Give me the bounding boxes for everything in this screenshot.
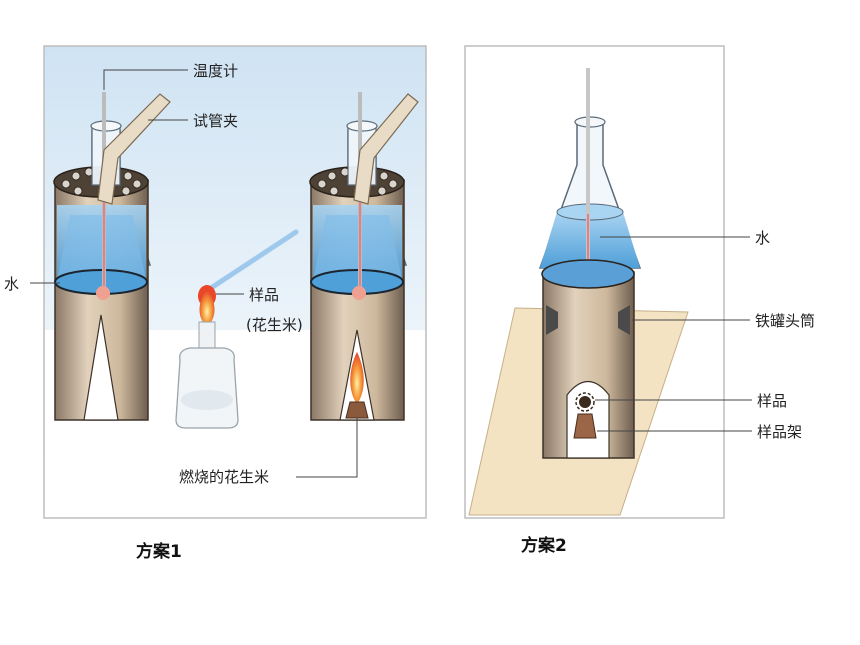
panel-2: 水 铁罐头筒 样品 样品架 方案2 xyxy=(464,45,815,556)
left-can-apparatus xyxy=(53,92,171,421)
label-sample-note: (花生米) xyxy=(246,316,303,334)
sample-needle xyxy=(205,229,299,293)
label-water-1: 水 xyxy=(4,275,19,293)
label-sample-2: 样品 xyxy=(757,392,787,410)
iron-can-top xyxy=(541,259,635,289)
panel-1-leader-lines xyxy=(30,69,358,478)
test-tube-clamp-right xyxy=(353,93,419,205)
panel-2-leader-lines xyxy=(595,236,752,432)
lamp-liquid xyxy=(181,390,233,410)
flask-left-inner xyxy=(57,215,146,280)
can-vent-left xyxy=(546,305,558,335)
sample-rack xyxy=(573,413,597,439)
label-thermometer: 温度计 xyxy=(193,62,238,80)
burning-peanut-base xyxy=(345,401,369,419)
flask-right-inner xyxy=(313,215,402,280)
alcohol-lamp-body xyxy=(175,347,239,429)
caption-plan-2: 方案2 xyxy=(521,535,567,556)
burning-peanut-flame xyxy=(350,352,364,404)
label-water-2: 水 xyxy=(755,229,770,247)
lamp-flame xyxy=(199,290,215,326)
sample-plan2-ring xyxy=(575,392,595,412)
caption-plan-1: 方案1 xyxy=(136,541,182,562)
alcohol-lamp-assembly xyxy=(175,229,299,429)
sample-plan2 xyxy=(579,396,591,408)
thermometer-right-bulb xyxy=(352,286,366,300)
label-test-tube-clamp: 试管夹 xyxy=(193,112,238,130)
can-vent-right xyxy=(618,305,630,335)
label-sample-rack: 样品架 xyxy=(757,423,802,441)
label-sample-1: 样品 xyxy=(249,286,279,304)
test-tube-clamp-left xyxy=(97,93,171,205)
label-burning-peanut: 燃烧的花生米 xyxy=(179,468,269,486)
panel-1: 温度计 试管夹 水 样品 (花生米) 燃烧的花生米 方案1 xyxy=(4,45,427,562)
label-iron-can: 铁罐头筒 xyxy=(755,312,815,330)
can-left-cutout xyxy=(83,314,119,421)
thermometer-left-bulb xyxy=(96,286,110,300)
right-can-apparatus xyxy=(309,92,419,421)
